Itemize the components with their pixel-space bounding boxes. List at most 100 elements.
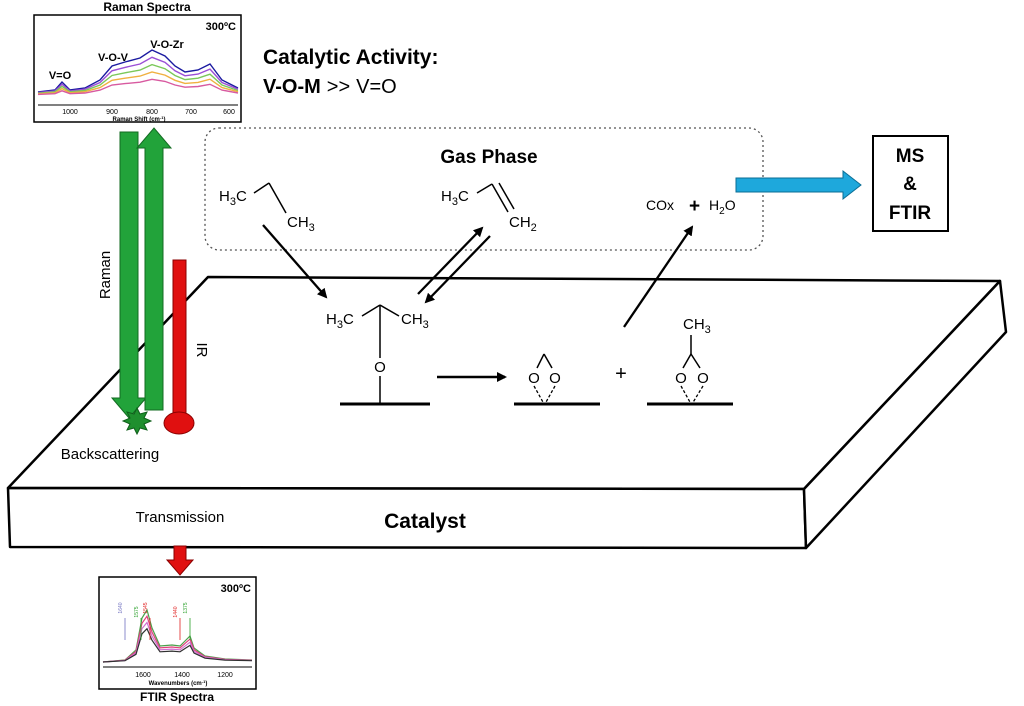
raman-curve-3 — [37, 71, 239, 95]
raman-curve-2 — [37, 63, 239, 94]
catalyst-slab: Catalyst — [6, 275, 1008, 550]
ftir-band-label: 1440 — [173, 606, 179, 617]
raman-tick-600: 600 — [223, 109, 235, 116]
raman-peak-label-v-o: V=O — [49, 70, 72, 82]
acetate-ch3-label: CH3 — [683, 316, 711, 336]
isopropoxide-species: H3C CH3 O — [326, 304, 430, 406]
catalytic-activity-relation: V-O-M>>V=O — [263, 76, 397, 98]
ir-probe: IR Transmission — [136, 259, 225, 576]
propane-molecule: H3C CH3 — [219, 182, 315, 234]
raman-curves — [37, 49, 239, 96]
ftir-inset-title: FTIR Spectra — [140, 690, 214, 704]
acetate-bond-right — [690, 353, 701, 369]
propane-bond-2 — [268, 182, 287, 214]
propane-ch3-label: CH3 — [287, 214, 315, 234]
raman-tick-900: 900 — [106, 109, 118, 116]
propane-bond-1 — [253, 182, 270, 194]
raman-peak-label-v-o-v: V-O-V — [98, 52, 129, 64]
ftir-x-axis-label: Wavenumbers (cm-1) — [149, 679, 208, 687]
catalyst-label: Catalyst — [384, 510, 466, 533]
carbonate-species: O O — [514, 353, 600, 406]
ftir-inset-temperature: 300ºC — [221, 583, 251, 595]
raman-curve-4 — [37, 78, 239, 96]
propane-h3c-label: H3C — [219, 188, 247, 208]
acetate-dashed-bond-right — [691, 385, 704, 405]
carbonate-dashed-bond-right — [544, 385, 556, 405]
gas-phase-label: Gas Phase — [440, 147, 537, 168]
raman-inset-temperature: 300ºC — [206, 21, 236, 33]
raman-x-axis-label: Raman Shift (cm-1) — [113, 115, 166, 123]
propane-adsorption-arrow — [262, 224, 328, 299]
propene-single-bond — [476, 183, 493, 194]
raman-curve-0 — [37, 49, 239, 93]
acetate-o1-label: O — [675, 370, 687, 387]
ftir-curve-2 — [102, 621, 253, 663]
isopropoxide-o-label: O — [374, 359, 386, 376]
carbonate-bond-left — [536, 353, 545, 369]
raman-peak-label-v-o-zr: V-O-Zr — [150, 39, 184, 51]
propene-h3c-label: H3C — [441, 188, 469, 208]
acetate-species: CH3 O O — [647, 316, 733, 406]
transmission-label: Transmission — [136, 509, 225, 526]
combustion-products: COx + H2O — [646, 196, 736, 217]
isopropoxide-bond-left — [361, 304, 381, 317]
carbonate-o1-label: O — [528, 370, 540, 387]
acetate-bond-left — [682, 353, 692, 369]
isopropoxide-bond-right — [379, 304, 400, 317]
ftir-tick-1400: 1400 — [174, 672, 190, 679]
carbonate-o2-label: O — [549, 370, 561, 387]
catalytic-activity-heading: Catalytic Activity: — [263, 46, 438, 69]
catalytic-activity: Catalytic Activity: V-O-M>>V=O — [263, 46, 438, 98]
reaction-arrows — [262, 224, 694, 382]
raman-up-arrow-icon — [135, 127, 173, 411]
oxidation-arrow — [623, 225, 694, 328]
propene-ch2-label: CH2 — [509, 214, 537, 234]
propene-double-bond-a — [491, 183, 509, 213]
raman-spectra-inset: Raman Spectra 300ºC V=O V-O-V V-O-Zr 100… — [33, 0, 242, 123]
raman-tick-800: 800 — [146, 109, 158, 116]
products-plus-sign: + — [689, 196, 700, 217]
ftir-label: FTIR — [889, 203, 931, 224]
ftir-band-label: 1375 — [183, 602, 189, 613]
surface-plus-sign: + — [615, 363, 627, 385]
carbonate-bond-right — [543, 353, 553, 369]
isopropoxide-h3c-label: H3C — [326, 311, 354, 331]
ftir-band-label: 1545 — [143, 602, 149, 613]
ftir-curve-1 — [102, 614, 253, 663]
ms-arrow-icon — [735, 169, 862, 201]
raman-tick-700: 700 — [185, 109, 197, 116]
propene-double-bond-b — [498, 182, 515, 210]
ir-spot-icon — [163, 411, 195, 435]
ftir-tick-1200: 1200 — [217, 672, 233, 679]
ftir-band-label: 1640 — [118, 602, 124, 613]
ftir-curve-3 — [102, 627, 253, 663]
raman-tick-1000: 1000 — [62, 109, 78, 116]
acetate-dashed-bond-left — [680, 385, 692, 405]
carbonate-dashed-bond-left — [533, 385, 545, 405]
ms-ftir-detector: MS & FTIR — [735, 135, 949, 232]
raman-curve-1 — [37, 56, 239, 94]
backscattering-label: Backscattering — [61, 446, 159, 463]
ir-probe-label: IR — [193, 343, 210, 358]
h2o-label: H2O — [709, 197, 736, 217]
raman-probe-label: Raman — [97, 251, 114, 299]
ftir-band-label: 1575 — [134, 606, 140, 617]
ms-label: MS — [896, 146, 925, 167]
backscatter-star-icon — [121, 406, 153, 436]
ms-ftir-box — [872, 135, 949, 232]
propene-readsorption-arrow — [424, 235, 491, 304]
isopropoxide-ch3-label: CH3 — [401, 311, 429, 331]
gas-phase-region: Gas Phase H3C CH3 H3C CH2 COx + H2O — [204, 127, 764, 251]
transmission-arrow-icon — [165, 545, 195, 576]
raman-inset-title: Raman Spectra — [103, 0, 191, 14]
ftir-curves — [102, 608, 253, 663]
ampersand-label: & — [903, 174, 917, 195]
ftir-tick-1600: 1600 — [135, 672, 151, 679]
ir-beam-bar — [172, 259, 187, 416]
propene-molecule: H3C CH2 — [441, 182, 537, 234]
catalyst-side-face — [802, 279, 1008, 550]
gas-phase-box — [204, 127, 764, 251]
